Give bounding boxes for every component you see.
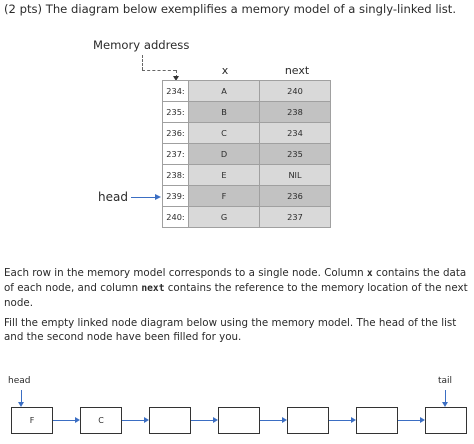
linked-node-box[interactable] xyxy=(149,407,191,434)
memory-address-label: Memory address xyxy=(93,38,190,52)
arrow-right-icon xyxy=(213,417,218,423)
memory-address-pointer-line xyxy=(176,70,177,78)
linked-node-box[interactable] xyxy=(287,407,329,434)
arrow-down-icon xyxy=(442,402,448,407)
linked-node-box[interactable] xyxy=(425,407,467,434)
x-cell: C xyxy=(188,122,260,144)
arrow-right-icon xyxy=(155,194,161,200)
arrow-right-icon xyxy=(144,417,149,423)
instructions-paragraph-2: Fill the empty linked node diagram below… xyxy=(4,317,457,344)
code-next: next xyxy=(141,283,165,295)
diagram-tail-label: tail xyxy=(438,376,453,386)
node-link-line xyxy=(260,420,282,421)
x-cell: G xyxy=(188,206,260,228)
instructions-paragraph-1: Each row in the memory model corresponds… xyxy=(4,267,468,310)
linked-node-box[interactable]: C xyxy=(80,407,122,434)
x-cell: B xyxy=(188,101,260,123)
arrow-right-icon xyxy=(351,417,356,423)
code-x: x xyxy=(366,268,373,279)
linked-node-box[interactable]: F xyxy=(11,407,53,434)
arrow-down-icon xyxy=(18,402,24,407)
column-header-next: next xyxy=(284,64,310,77)
arrow-right-icon xyxy=(282,417,287,423)
memory-address-pointer-line xyxy=(142,55,143,70)
node-link-line xyxy=(191,420,213,421)
next-cell: 238 xyxy=(259,101,331,123)
node-link-line xyxy=(53,420,75,421)
next-cell: 240 xyxy=(259,80,331,102)
column-header-x: x xyxy=(221,64,229,77)
arrow-right-icon xyxy=(420,417,425,423)
node-link-line xyxy=(329,420,351,421)
x-cell: D xyxy=(188,143,260,165)
x-cell: A xyxy=(188,80,260,102)
linked-node-box[interactable] xyxy=(356,407,398,434)
diagram-head-label: head xyxy=(8,376,31,386)
next-cell: 237 xyxy=(259,206,331,228)
tail-pointer-line xyxy=(445,390,446,403)
node-link-line xyxy=(398,420,420,421)
x-cell: E xyxy=(188,164,260,186)
x-cell: F xyxy=(188,185,260,207)
head-pointer-line xyxy=(21,390,22,403)
address-cell: 235: xyxy=(162,101,189,123)
head-pointer-line xyxy=(131,197,157,198)
next-cell: 235 xyxy=(259,143,331,165)
address-cell: 240: xyxy=(162,206,189,228)
arrow-right-icon xyxy=(75,417,80,423)
next-cell: 234 xyxy=(259,122,331,144)
next-cell: 236 xyxy=(259,185,331,207)
linked-node-box[interactable] xyxy=(218,407,260,434)
arrow-down-icon xyxy=(173,76,179,81)
address-cell: 236: xyxy=(162,122,189,144)
address-cell: 239: xyxy=(162,185,189,207)
address-cell: 237: xyxy=(162,143,189,165)
next-cell: NIL xyxy=(259,164,331,186)
node-link-line xyxy=(122,420,144,421)
head-label: head xyxy=(98,190,128,204)
memory-address-pointer-line xyxy=(142,70,176,71)
address-cell: 238: xyxy=(162,164,189,186)
address-cell: 234: xyxy=(162,80,189,102)
question-title: (2 pts) The diagram below exemplifies a … xyxy=(4,2,457,16)
